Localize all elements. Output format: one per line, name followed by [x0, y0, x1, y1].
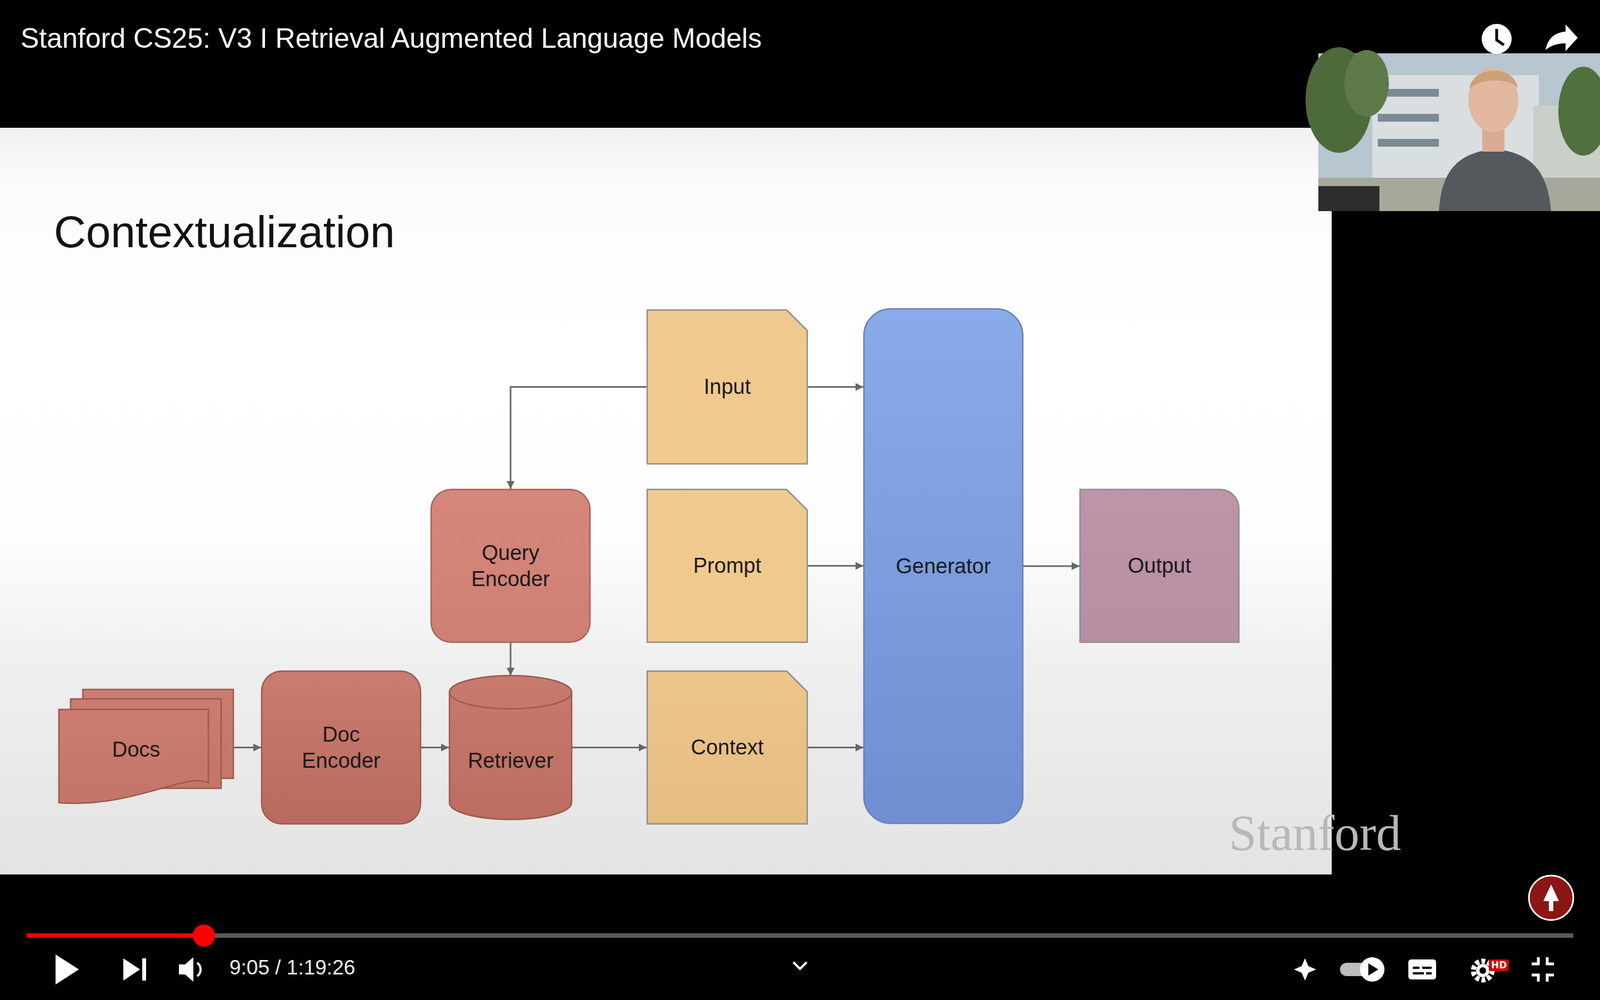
- node-text-group: Doc Encoder: [261, 670, 422, 825]
- webcam-person-hair: [1469, 70, 1518, 89]
- video-title: Stanford CS25: V3 I Retrieval Augmented …: [20, 23, 762, 54]
- watch-later-hands: [1496, 28, 1504, 45]
- captions-lines: [1412, 967, 1432, 974]
- webcam-window: [1377, 113, 1439, 122]
- volume-wave: [197, 962, 201, 977]
- cylinder-body: [449, 675, 572, 820]
- document-shape: [647, 671, 808, 824]
- document-shape: [647, 489, 808, 643]
- captions-icon: [1408, 959, 1437, 980]
- connector-arrow: [572, 746, 647, 749]
- webcam-person-head: [1468, 67, 1519, 133]
- documents-stack: Docs: [58, 688, 234, 807]
- play-icon: [55, 954, 79, 985]
- connector-arrow: [1023, 565, 1080, 568]
- progress-bar: [26, 924, 1574, 947]
- settings-gear-hole: [1479, 967, 1487, 974]
- fullscreen-exit-icon: [1531, 957, 1554, 982]
- share-icon: [1545, 24, 1578, 52]
- node-label: Query Encoder: [455, 540, 567, 592]
- document-shape: [647, 310, 808, 464]
- encoder-box: Query Encoder: [430, 488, 591, 643]
- node-text-group: Output: [1079, 488, 1240, 643]
- input-document: Input: [646, 309, 808, 465]
- node-text-group: Docs: [58, 688, 234, 807]
- chevron-icon: [793, 962, 807, 969]
- top-icons: [1481, 23, 1578, 54]
- slide-heading: Contextualization: [53, 206, 395, 258]
- node-text-group: Query Encoder: [430, 488, 591, 643]
- node-label: Retriever: [467, 747, 554, 774]
- webcam-inset: [1305, 47, 1600, 212]
- encoder-box-outline: [261, 670, 422, 825]
- node-text-group: Context: [646, 670, 808, 825]
- retriever-cylinder: Retriever: [448, 675, 573, 820]
- webcam-tree: [1558, 66, 1600, 156]
- output-box: Output: [1079, 488, 1240, 643]
- autoplay-play: [1368, 963, 1379, 976]
- node-text-group: Input: [646, 309, 808, 465]
- settings-gear-hub: [1476, 963, 1490, 978]
- hd-badge: HD: [1488, 959, 1509, 972]
- volume-icon: [178, 957, 194, 982]
- node-text-group: Retriever: [448, 675, 573, 820]
- document-sheet-front: [58, 709, 209, 804]
- node-label: Prompt: [693, 552, 762, 579]
- encoder-box-outline: [430, 488, 591, 643]
- connector-arrow: [233, 746, 262, 749]
- connector-arrow: [510, 387, 647, 490]
- rounded-rect: [261, 671, 421, 824]
- webcam-tree: [1344, 50, 1389, 117]
- next-icon-bar: [142, 958, 147, 981]
- encoder-box: Doc Encoder: [261, 670, 422, 825]
- controls: [55, 875, 1574, 985]
- node-label: Doc Encoder: [285, 721, 397, 774]
- slide-area: [0, 127, 1332, 875]
- connector-arrow: [510, 642, 512, 676]
- progress-handle: [192, 924, 215, 947]
- output-shape: [1080, 489, 1239, 643]
- rounded-rect: [431, 489, 590, 643]
- node-text-group: Generator: [863, 308, 1024, 824]
- node-label: Generator: [895, 553, 991, 579]
- progress-track: [26, 933, 1574, 938]
- next-icon: [123, 958, 140, 981]
- rounded-rect: [863, 308, 1023, 824]
- context-document: Context: [646, 670, 808, 825]
- connector-arrow: [807, 565, 864, 567]
- watermark: Stanford: [1228, 805, 1402, 861]
- timestamp: 9:05 / 1:19:26: [229, 956, 355, 980]
- progress-played: [26, 933, 204, 938]
- node-label: Input: [703, 373, 752, 400]
- channel-logo-tree: [1543, 884, 1559, 912]
- autoplay-knob: [1360, 957, 1385, 982]
- node-label: Output: [1127, 552, 1192, 579]
- webcam-strip: [1318, 186, 1380, 212]
- node-label: Docs: [112, 736, 161, 763]
- prompt-document: Prompt: [646, 488, 808, 643]
- node-text-group: Prompt: [646, 488, 808, 643]
- sparkle-icon: [1293, 958, 1317, 981]
- webcam-person-body: [1438, 148, 1552, 212]
- retriever-cylinder-outline: [448, 675, 573, 820]
- connector-arrow: [807, 386, 864, 388]
- webcam-window: [1377, 138, 1439, 147]
- connector-arrow: [421, 746, 449, 749]
- cylinder-rim: [449, 692, 572, 709]
- connector-arrow: [807, 746, 864, 749]
- generator-box: Generator: [863, 308, 1024, 824]
- channel-logo: [1528, 875, 1574, 920]
- node-label: Context: [691, 734, 764, 760]
- watch-later-icon: [1481, 23, 1512, 54]
